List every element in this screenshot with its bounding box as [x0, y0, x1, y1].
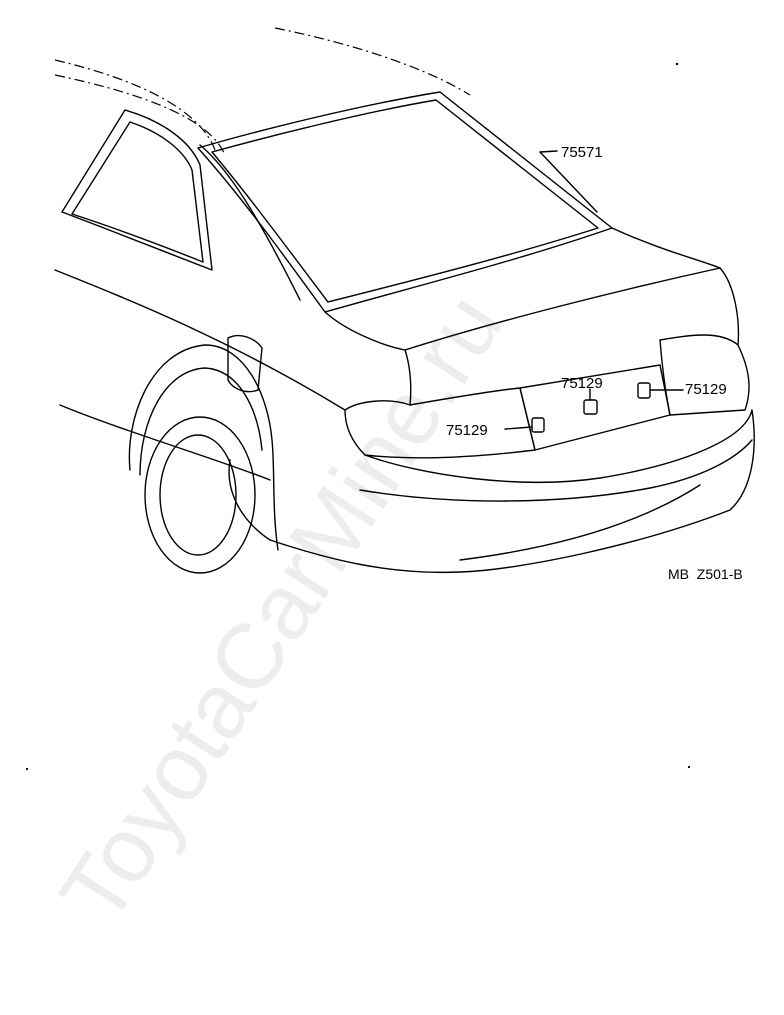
clip-icon-center — [583, 399, 598, 415]
clip-icon-left — [531, 417, 545, 433]
leader-lines — [504, 150, 684, 430]
part-label-clip-right: 75129 — [685, 381, 727, 398]
clip-icon-right — [637, 382, 651, 399]
tail-light-right — [659, 334, 750, 416]
wheel-arch — [128, 344, 279, 551]
rear-window-frame — [197, 91, 613, 313]
part-label-clip-left: 75129 — [446, 422, 488, 439]
license-plate-area — [519, 364, 671, 451]
roof-line — [274, 27, 471, 96]
roof-side-line — [54, 59, 216, 151]
part-label-clip-center: 75129 — [561, 375, 603, 392]
rear-wheel — [144, 416, 256, 574]
rear-window-glass-shape — [211, 99, 599, 303]
part-label-rear-window: 75571 — [561, 144, 603, 161]
fuel-door — [227, 334, 263, 393]
rear-bumper — [228, 409, 755, 574]
side-window — [61, 109, 213, 271]
trunk-lid — [324, 267, 721, 351]
body-side-line — [54, 74, 226, 156]
car-illustration — [54, 27, 755, 574]
diagram-code: MB Z501-B — [668, 566, 743, 582]
watermark: ToyotaCarMine.ru — [41, 276, 522, 940]
